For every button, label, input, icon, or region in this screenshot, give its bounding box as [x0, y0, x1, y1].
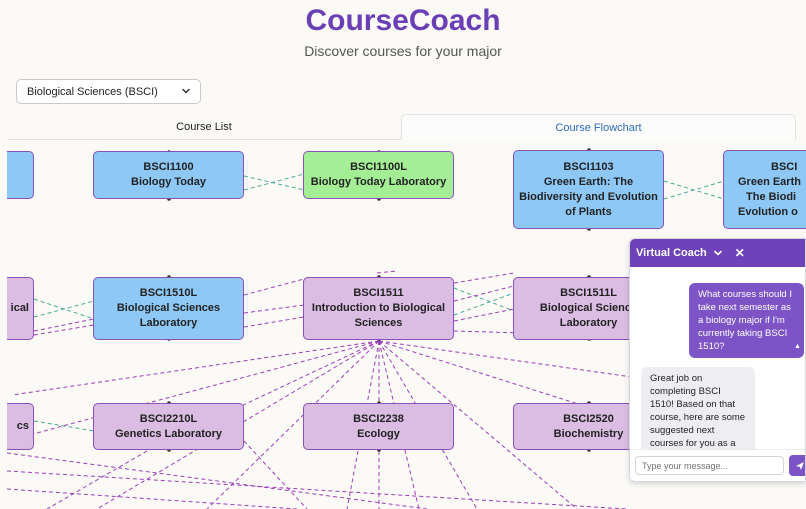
course-title: Genetics Laboratory — [115, 427, 222, 440]
course-node-offscreen-left[interactable] — [7, 151, 34, 199]
chat-input[interactable] — [635, 456, 784, 475]
course-node-bsci1511[interactable]: BSCI1511 Introduction to Biological Scie… — [303, 277, 454, 340]
course-code: BSCI2238 — [353, 412, 404, 425]
course-title: ical — [10, 302, 29, 314]
course-node-bsci1103[interactable]: BSCI1103 Green Earth: The Biodiversity a… — [513, 150, 664, 229]
course-title: of Plants — [565, 205, 612, 218]
course-title: Laboratory — [559, 317, 618, 329]
course-title: The Biodi — [746, 190, 797, 203]
course-code: BSCI1510L — [139, 287, 198, 299]
course-title: Evolution o — [738, 205, 798, 218]
major-select-value: Biological Sciences (BSCI) — [27, 85, 158, 98]
course-flowchart: BSCI1100 Biology Today BSCI1100L Biology… — [7, 141, 806, 509]
course-title: Biology Today Laboratory — [310, 176, 447, 188]
course-node-bsci2238[interactable]: BSCI2238 Ecology — [303, 403, 454, 450]
course-code: BSCI1103 — [563, 160, 614, 173]
course-title: Ecology — [357, 427, 400, 440]
send-icon — [796, 461, 804, 470]
scroll-up-icon[interactable]: ▲ — [794, 343, 801, 350]
course-title: Biological Sciences — [116, 302, 221, 314]
course-title: Introduction to Biological — [311, 302, 446, 314]
tab-course-list[interactable]: Course List — [7, 114, 401, 140]
course-code: BSCI2520 — [563, 412, 614, 425]
course-title: Green Earth — [738, 175, 801, 188]
course-title: Laboratory — [139, 317, 198, 329]
user-message: What courses should I take next semester… — [689, 283, 804, 358]
course-code: BSCI1100L — [350, 161, 407, 173]
virtual-coach-panel: Virtual Coach ✕ What courses should I ta… — [629, 238, 806, 482]
chevron-down-icon — [182, 88, 190, 94]
coach-header: Virtual Coach ✕ — [630, 239, 805, 267]
flowchart-edges — [7, 148, 725, 509]
course-title: Biology Today — [131, 176, 206, 188]
course-node-clipped-left-row2[interactable]: ical — [7, 277, 34, 340]
course-code: BSCI2210L — [139, 412, 198, 425]
course-code: BSCI — [771, 160, 798, 173]
coach-title: Virtual Coach — [636, 247, 707, 259]
major-select[interactable]: Biological Sciences (BSCI) — [16, 79, 201, 104]
course-code: BSCI1511L — [560, 287, 617, 299]
course-code: BSCI1511 — [353, 287, 404, 299]
course-node-bsci1510l[interactable]: BSCI1510L Biological Sciences Laboratory — [93, 277, 244, 340]
course-title: cs — [16, 420, 29, 432]
course-node-bsci2210l[interactable]: BSCI2210L Genetics Laboratory — [93, 403, 244, 450]
bot-message: Great job on completing BSCI 1510! Based… — [641, 367, 755, 451]
course-node-clipped-left-row3[interactable]: cs — [7, 403, 34, 450]
course-code: BSCI1100 — [143, 161, 194, 173]
course-title: Biological Science — [539, 302, 638, 314]
course-title: Sciences — [354, 317, 403, 329]
course-title: Green Earth: The — [543, 175, 634, 188]
chevron-down-icon[interactable] — [713, 248, 723, 258]
app-subtitle: Discover courses for your major — [304, 43, 502, 59]
course-title: Biochemistry — [553, 427, 624, 440]
tab-course-flowchart[interactable]: Course Flowchart — [401, 114, 796, 140]
coach-messages[interactable]: What courses should I take next semester… — [630, 267, 805, 451]
app-title: CourseCoach — [305, 4, 501, 37]
course-title: Biodiversity and Evolution — [519, 190, 658, 203]
course-node-bsci1100l[interactable]: BSCI1100L Biology Today Laboratory — [303, 151, 454, 199]
course-node-bsci-clipped[interactable]: BSCI Green Earth The Biodi Evolution o — [723, 150, 806, 229]
close-icon[interactable]: ✕ — [734, 246, 745, 260]
course-node-bsci1100[interactable]: BSCI1100 Biology Today — [93, 151, 244, 199]
send-button[interactable] — [789, 455, 805, 476]
coach-input-bar — [630, 449, 805, 481]
